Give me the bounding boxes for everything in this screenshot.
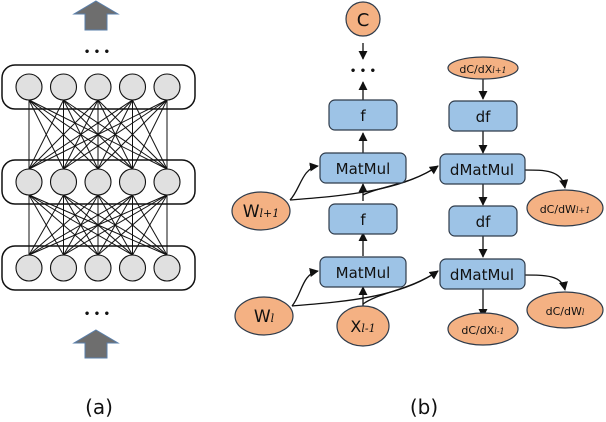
ellipsis-forward: • • •: [350, 66, 376, 77]
svg-text:df: df: [476, 108, 492, 126]
neuron: [49, 73, 78, 101]
svg-text:dC/dWl: dC/dWl: [546, 305, 585, 318]
neuron: [49, 168, 78, 196]
op-df-bottom: df: [448, 205, 518, 237]
neuron: [118, 168, 147, 196]
grad-w-l-plus-1: dC/dWl+1: [526, 189, 604, 227]
neuron: [84, 168, 112, 196]
neuron: [84, 254, 112, 282]
op-df-top: df: [448, 100, 518, 132]
svg-text:MatMul: MatMul: [336, 264, 391, 282]
grad-x-l-minus-1: dC/dXl-1: [447, 312, 519, 346]
neuron: [118, 73, 147, 101]
network-edge: [28, 194, 133, 256]
cost-node: C: [345, 1, 381, 37]
network-layer: [1, 245, 196, 291]
svg-text:dMatMul: dMatMul: [450, 266, 514, 284]
neuron: [153, 254, 181, 282]
neuron: [153, 168, 181, 196]
network-edge: [97, 99, 168, 170]
op-matmul-bottom: MatMul: [319, 256, 407, 288]
svg-text:f: f: [360, 107, 366, 125]
neuron: [15, 168, 43, 196]
network-edge: [28, 99, 168, 170]
up-arrow-icon: [72, 329, 120, 359]
network-layer: [1, 159, 196, 205]
network-edge: [28, 99, 99, 170]
caption-a: (a): [85, 395, 113, 419]
svg-text:Wl+1: Wl+1: [243, 202, 280, 222]
neuron: [15, 254, 43, 282]
network-edges: [28, 99, 168, 256]
var-w-l: Wl: [234, 296, 294, 336]
neuron: [118, 254, 147, 282]
grad-x-l-plus-1: dC/dXl+1: [447, 56, 519, 80]
panel-b-nodes: C • • • f MatMul f MatMul Wl+1: [231, 1, 604, 419]
var-x-l-minus-1: Xl-1: [336, 305, 390, 347]
svg-text:C: C: [357, 10, 370, 31]
svg-text:dMatMul: dMatMul: [450, 161, 514, 179]
op-matmul-top: MatMul: [319, 152, 407, 184]
svg-text:dC/dXl+1: dC/dXl+1: [459, 63, 506, 76]
panel-b: [289, 43, 569, 318]
network-edge: [28, 194, 168, 256]
network-edge: [63, 99, 168, 170]
network-edge: [28, 99, 64, 170]
network-edge: [97, 194, 168, 256]
op-dmatmul-bottom: dMatMul: [439, 258, 526, 290]
ellipsis-top: • • •: [84, 47, 110, 58]
network-edge: [28, 194, 99, 256]
neuron: [153, 73, 181, 101]
network-edge: [132, 99, 168, 170]
neuron: [15, 73, 43, 101]
network-layers: [1, 64, 196, 291]
neuron: [49, 254, 78, 282]
svg-text:dC/dWl+1: dC/dWl+1: [540, 203, 591, 216]
network-edge: [28, 99, 133, 170]
var-w-l-plus-1: Wl+1: [231, 191, 291, 231]
caption-b: (b): [410, 395, 438, 419]
svg-text:dC/dXl-1: dC/dXl-1: [461, 324, 504, 337]
ellipsis-bottom: • • •: [84, 309, 110, 320]
op-dmatmul-top: dMatMul: [439, 153, 526, 185]
svg-text:Wl: Wl: [254, 307, 275, 327]
network-edge: [28, 194, 64, 256]
op-f-bottom: f: [328, 203, 398, 235]
svg-text:f: f: [360, 211, 366, 229]
svg-text:Xl-1: Xl-1: [350, 317, 375, 336]
network-edge: [63, 194, 168, 256]
layer-box: [1, 64, 196, 110]
layer-box: [1, 245, 196, 291]
neuron: [84, 73, 112, 101]
up-arrow-icon: [72, 0, 120, 31]
panel-a: • • • • • • • • • (a): [1, 0, 196, 419]
layer-box: [1, 159, 196, 205]
grad-w-l: dC/dWl: [526, 291, 604, 329]
svg-text:MatMul: MatMul: [336, 160, 391, 178]
network-layer: [1, 64, 196, 110]
svg-text:df: df: [476, 213, 492, 231]
network-edge: [132, 194, 168, 256]
op-f-top: f: [328, 99, 398, 131]
